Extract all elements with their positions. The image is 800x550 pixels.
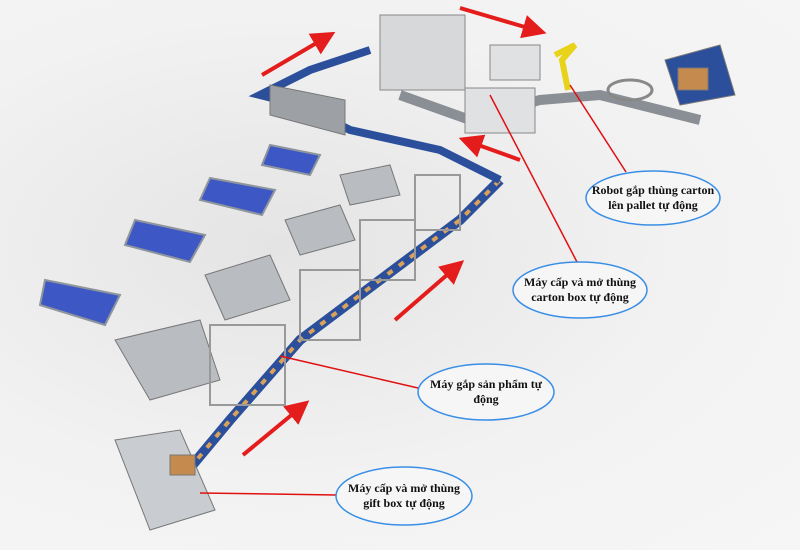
callout-robot-palletizer: Robot gắp thùng carton lên pallet tự độn… (591, 183, 715, 212)
callout-product-picker: Máy gắp sản phẩm tự động (430, 377, 542, 406)
callout-giftbox-erector: Máy cấp và mở thùng gift box tự động (348, 481, 460, 510)
robot-arm (553, 42, 578, 91)
feeding-tables (38, 143, 322, 327)
callout-ellipses (335, 170, 721, 526)
flow-arrows (241, 6, 547, 457)
leader-lines (199, 84, 627, 496)
machines (114, 14, 736, 531)
callout-carton-erector: Máy cấp và mở thùng carton box tự động (524, 275, 636, 304)
